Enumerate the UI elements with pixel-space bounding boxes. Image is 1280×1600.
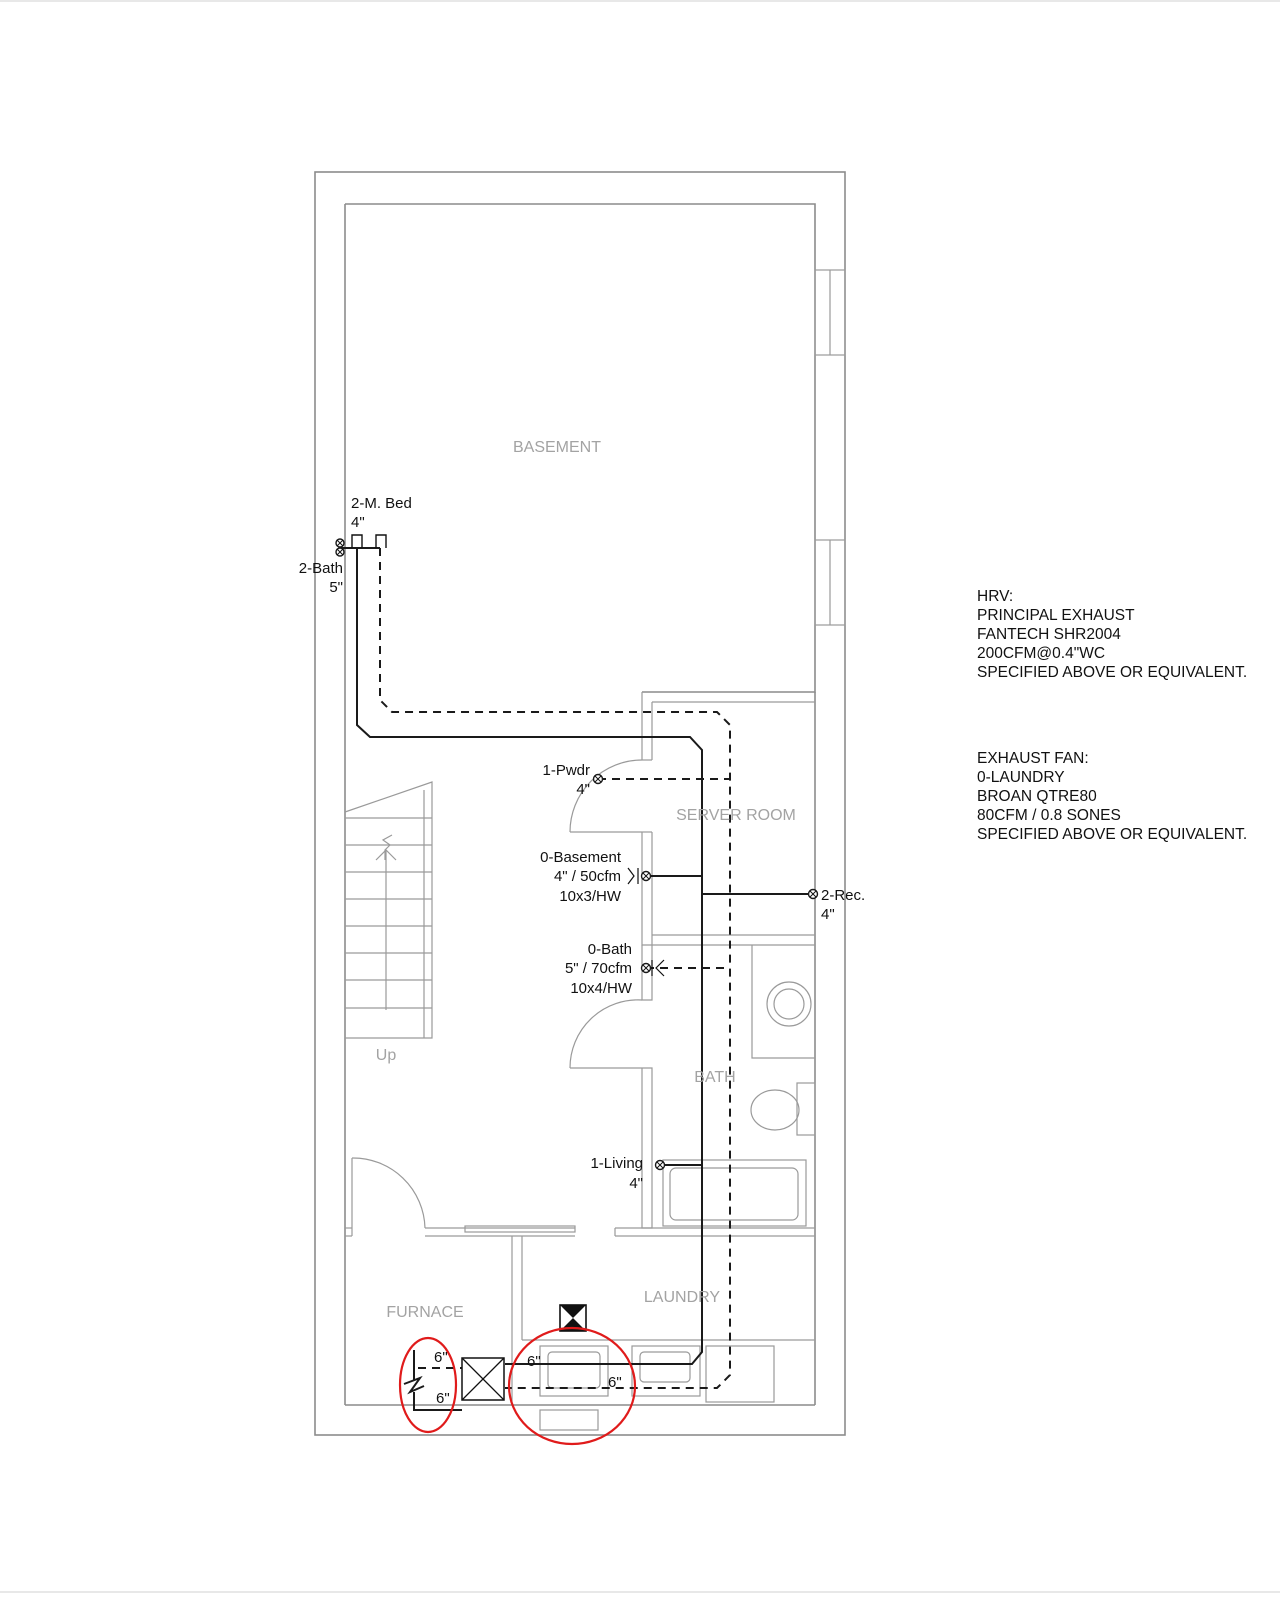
- bathtub: [662, 1159, 807, 1227]
- hrv-core-2: [461, 1357, 505, 1401]
- terminal-symbol-rec: [807, 888, 819, 900]
- room-label-laundry: LAUNDRY: [644, 1289, 721, 1306]
- terminals: [335, 534, 819, 1171]
- terminal-symbol-bath-basement: [640, 959, 665, 977]
- room-label-bath: BATH: [694, 1069, 735, 1086]
- label-house-duct-top: 6": [527, 1353, 541, 1370]
- exhaust-fan-note-line: BROAN QTRE80: [977, 788, 1097, 805]
- label-bath-upper-name: 2-Bath: [299, 560, 343, 577]
- interior-partitions: [345, 692, 815, 1405]
- bath-west-lower: [641, 1067, 653, 1229]
- hrv-note: HRV: PRINCIPAL EXHAUST FANTECH SHR2004 2…: [977, 588, 1247, 681]
- hrv-note-line: SPECIFIED ABOVE OR EQUIVALENT.: [977, 664, 1247, 681]
- doors: [351, 759, 643, 1236]
- label-bath-basement-name: 0-Bath: [588, 941, 632, 958]
- toilet-bowl: [750, 1089, 800, 1131]
- label-powder-name: 1-Pwdr: [542, 762, 590, 779]
- exhaust-fan-note: EXHAUST FAN: 0-LAUNDRY BROAN QTRE80 80CF…: [977, 750, 1247, 843]
- door-swing-server: [569, 759, 643, 833]
- hrv-unit: [461, 1357, 505, 1401]
- laundry-step: [539, 1409, 599, 1431]
- stair-arrow: [381, 834, 393, 860]
- hrv-note-line: HRV:: [977, 588, 1013, 605]
- hrv-note-line: 200CFM@0.4"WC: [977, 645, 1105, 662]
- label-basement-grille: 10x3/HW: [559, 888, 622, 905]
- label-living-size: 4": [629, 1175, 643, 1192]
- exhaust-fan-note-line: 0-LAUNDRY: [977, 769, 1065, 786]
- label-basement-name: 0-Basement: [540, 849, 622, 866]
- door-swing-furnace: [351, 1157, 426, 1229]
- bath-sink-basin: [773, 988, 805, 1020]
- terminal-symbol-powder: [592, 773, 604, 785]
- partition-server-west-lower: [641, 832, 653, 946]
- label-rec-name: 2-Rec.: [821, 887, 865, 904]
- room-label-furnace: FURNACE: [386, 1304, 463, 1321]
- terminal-symbol-master-bed: [351, 534, 387, 548]
- basement-wall: [345, 203, 816, 693]
- dryer: [705, 1345, 775, 1403]
- exhaust-fan-note-line: EXHAUST FAN:: [977, 750, 1089, 767]
- hrv-note-line: FANTECH SHR2004: [977, 626, 1121, 643]
- exhaust-duct-main: [379, 548, 731, 1389]
- label-rec-size: 4": [821, 906, 835, 923]
- terminal-symbol-basement: [627, 867, 652, 885]
- label-bath-basement-spec: 5" / 70cfm: [565, 960, 632, 977]
- label-bath-upper-size: 5": [329, 579, 343, 596]
- stair-label-up: Up: [376, 1047, 397, 1064]
- label-living-name: 1-Living: [590, 1155, 643, 1172]
- laundry-sink-basin: [547, 1351, 601, 1389]
- hrv-note-line: PRINCIPAL EXHAUST: [977, 607, 1135, 624]
- terminal-symbol-living: [654, 1159, 666, 1171]
- exterior-wall-outer: [314, 171, 846, 1436]
- outside-duct-bottom: [413, 1392, 462, 1411]
- label-powder-size: 4": [576, 781, 590, 798]
- label-basement-spec: 4" / 50cfm: [554, 868, 621, 885]
- room-label-basement: BASEMENT: [513, 439, 601, 456]
- label-master-bed-name: 2-M. Bed: [351, 495, 412, 512]
- stair-outline: [344, 781, 433, 1039]
- laundry-sink: [539, 1345, 609, 1397]
- bath-vanity-wall: [751, 945, 815, 1059]
- bathtub-inner: [669, 1167, 799, 1221]
- door-swing-bath: [569, 999, 643, 1069]
- fixtures: [539, 981, 816, 1431]
- label-bath-basement-grille: 10x4/HW: [570, 980, 633, 997]
- exhaust-fan-note-line: 80CFM / 0.8 SONES: [977, 807, 1121, 824]
- supply-duct-main: [356, 548, 703, 1365]
- highlight-circle-house-ducts: [507, 1326, 637, 1446]
- highlight-circle-outside-ducts: [398, 1336, 458, 1434]
- exhaust-fan-fill-top: [560, 1305, 586, 1318]
- sliding-door-track: [464, 1225, 576, 1233]
- room-label-server-room: SERVER ROOM: [676, 807, 796, 824]
- toilet-tank: [796, 1082, 816, 1136]
- terminal-symbol-bath-upper: [335, 538, 345, 557]
- washer-lid: [639, 1351, 691, 1383]
- exhaust-fan-note-line: SPECIFIED ABOVE OR EQUIVALENT.: [977, 826, 1247, 843]
- label-outside-duct-bottom: 6": [436, 1390, 450, 1407]
- stairs: [344, 781, 433, 1039]
- bath-sink: [766, 981, 812, 1027]
- building-walls: [314, 171, 846, 1436]
- label-house-duct-bottom: 6": [608, 1374, 622, 1391]
- wall-break-symbol: [403, 1375, 425, 1395]
- duct-runs: [340, 547, 810, 1411]
- label-master-bed-size: 4": [351, 514, 365, 531]
- label-outside-duct-top: 6": [434, 1349, 448, 1366]
